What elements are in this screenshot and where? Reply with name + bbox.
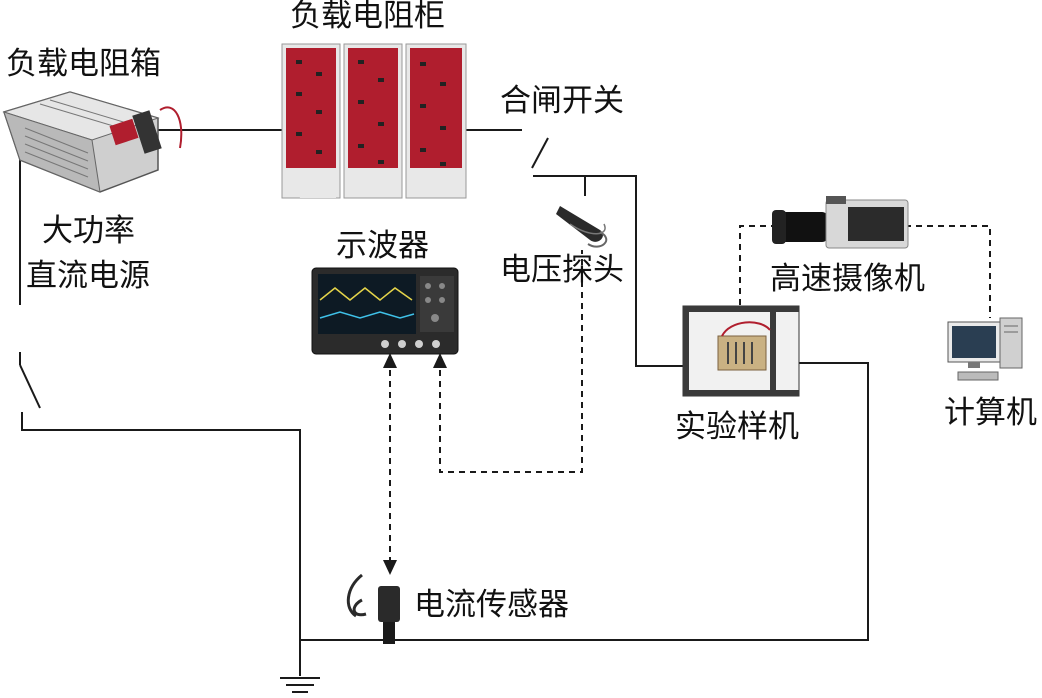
arrow-up-scope-ch1	[383, 353, 397, 368]
label-dc-power-line1: 大功率	[42, 213, 135, 249]
component-labels: 负载电阻箱 负载电阻柜 合闸开关 大功率 直流电源 示波器 电压探头 高速摄像机…	[6, 0, 1037, 623]
label-current-sensor: 电流传感器	[414, 587, 569, 623]
circuit-wires	[19, 129, 869, 676]
wire-prototype-return	[300, 362, 869, 641]
load-resistor-box	[2, 91, 183, 193]
label-oscilloscope: 示波器	[336, 228, 429, 264]
source-switch-lever	[19, 364, 41, 409]
computer-icon	[947, 317, 1023, 381]
voltage-probe-signal-line	[439, 250, 583, 473]
arrow-up-scope-ch2	[433, 353, 447, 368]
label-load-cabinet: 负载电阻柜	[290, 0, 445, 34]
high-speed-camera-device	[772, 196, 909, 249]
label-high-speed-camera: 高速摄像机	[770, 261, 925, 297]
signal-lines	[389, 225, 991, 560]
load-resistor-cabinets	[281, 43, 467, 199]
label-closing-switch: 合闸开关	[500, 83, 624, 119]
wire-source-to-ground	[21, 412, 301, 676]
label-prototype: 实验样机	[675, 409, 799, 445]
cabinet-1	[281, 43, 341, 199]
voltage-probe-device	[556, 206, 608, 248]
label-load-box: 负载电阻箱	[6, 46, 161, 82]
label-dc-power-line2: 直流电源	[26, 258, 150, 294]
cabinet-3	[405, 43, 467, 199]
label-computer: 计算机	[944, 395, 1037, 431]
oscilloscope-screen	[318, 274, 416, 334]
label-voltage-probe: 电压探头	[500, 252, 624, 288]
cabinet-2	[343, 43, 403, 199]
experimental-prototype-device	[682, 305, 800, 397]
current-sensor-device	[346, 573, 400, 644]
ground-icon	[280, 677, 320, 693]
oscilloscope-device	[311, 267, 459, 355]
closing-switch-lever	[531, 137, 549, 169]
camera-to-prototype-link	[739, 225, 780, 305]
signal-arrowheads	[383, 353, 447, 575]
camera-to-computer-link	[905, 225, 991, 318]
arrow-down-current-sensor	[383, 560, 397, 575]
